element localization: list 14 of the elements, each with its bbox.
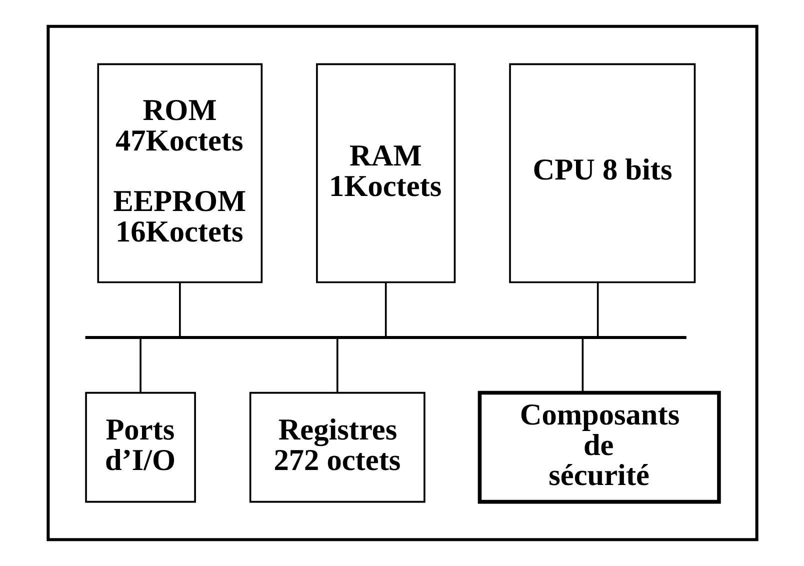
node-box: Composants de sécurité	[477, 390, 720, 504]
connector	[384, 282, 386, 336]
node-box: RAM 1Koctets	[316, 63, 456, 284]
node-bar	[84, 336, 686, 340]
node-box: CPU 8 bits	[508, 63, 696, 284]
cluster	[46, 24, 758, 542]
connector	[336, 338, 338, 393]
connector	[139, 338, 141, 393]
node-box: Registres 272 octets	[248, 392, 425, 503]
connector	[581, 338, 584, 393]
node-box: Ports d’I/O	[84, 392, 196, 503]
connector	[596, 282, 598, 336]
connector	[178, 282, 180, 336]
node-box: ROM 47Koctets EEPROM 16Koctets	[96, 63, 262, 284]
